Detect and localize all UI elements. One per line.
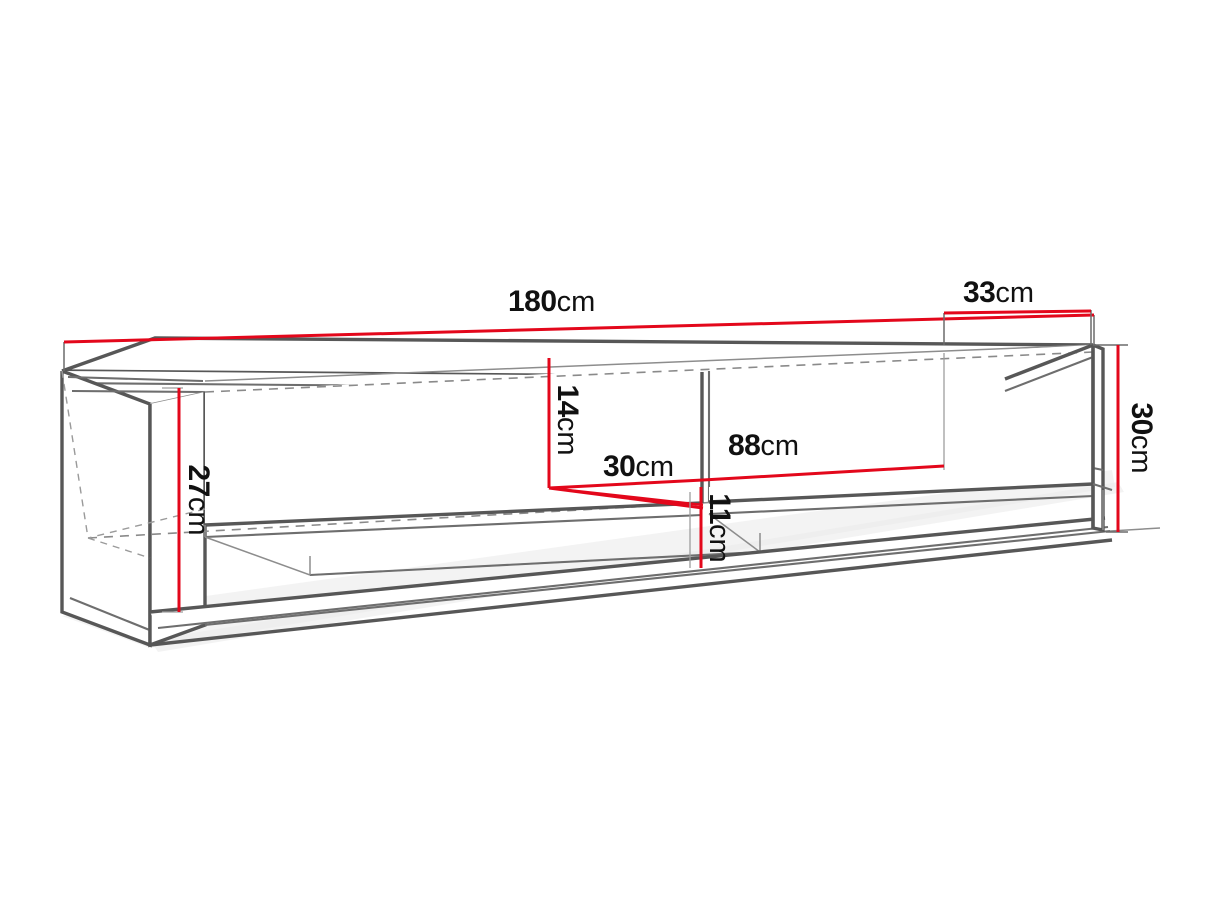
depth-label: 33cm (963, 276, 1034, 309)
dimension-left-height-27: 27cm (162, 387, 215, 613)
height-label: 30cm (1125, 402, 1158, 473)
left-height-label: 27cm (182, 464, 215, 535)
right-width-label: 88cm (728, 429, 799, 462)
dimension-height-30: 30cm (1095, 344, 1158, 533)
inner-depth-label: 30cm (603, 450, 674, 483)
dimension-width-180: 180cm (63, 285, 1095, 371)
bottom-panel (149, 516, 1113, 647)
middle-shelf (204, 468, 1094, 539)
dimension-depth-33: 33cm (943, 276, 1092, 345)
right-base-recess (1092, 482, 1113, 530)
cabinet-body (60, 336, 1161, 648)
dimension-lower-11: 11cm (689, 487, 736, 568)
dimension-upper-14: 14cm (547, 358, 584, 488)
width-label: 180cm (508, 285, 595, 318)
upper-opening-label: 14cm (551, 384, 584, 455)
lower-opening-label: 11cm (703, 493, 736, 562)
dimension-right-width-88: 88cm (548, 353, 945, 490)
dimension-inner-depth-30: 30cm (548, 450, 704, 510)
back-panel-interior (205, 345, 1093, 509)
